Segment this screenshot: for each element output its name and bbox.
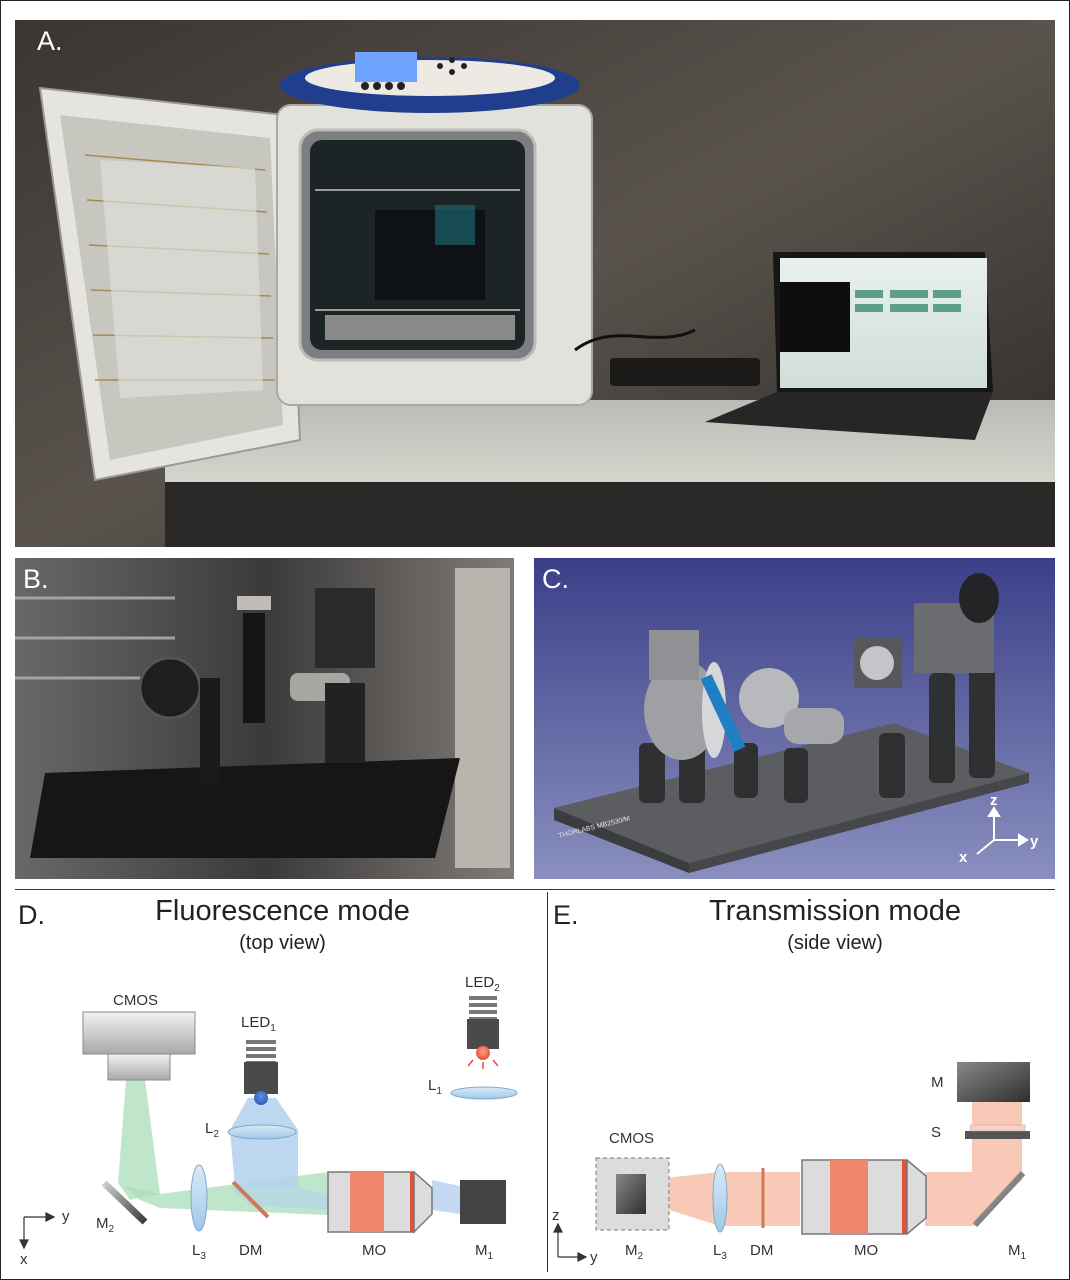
lens-l3-d [190, 1164, 208, 1232]
optical-diagrams: CMOS LED1 L2 [19, 974, 1030, 1268]
panel-e-title: Transmission mode [709, 895, 961, 927]
led1-label-sub: 1 [270, 1023, 276, 1034]
axis-y-label-d: y [62, 1208, 70, 1225]
l2-label: L [205, 1120, 213, 1137]
svg-text:M2: M2 [625, 1242, 644, 1262]
panel-c-axis-x: x [959, 849, 968, 866]
horizontal-divider [15, 889, 1055, 890]
svg-text:LED1: LED1 [241, 1014, 276, 1034]
emission-beam-vertical [118, 1080, 160, 1200]
m2-label-e-sub: 2 [638, 1251, 644, 1262]
axes-e [553, 1222, 588, 1262]
cmos-sensor-d [107, 1053, 171, 1081]
lens-l1 [450, 1086, 518, 1100]
mo-label-d: MO [362, 1242, 386, 1259]
cmos-label-e: CMOS [609, 1130, 654, 1147]
l1-label: L [428, 1077, 436, 1094]
mo-label-e: MO [854, 1242, 878, 1259]
l1-label-sub: 1 [436, 1086, 442, 1097]
excitation-beam-to-sample [432, 1180, 460, 1214]
panel-d-title: Fluorescence mode [155, 895, 410, 927]
cmos-sensor-e [616, 1174, 646, 1214]
panel-e-diagram: CMOS M S L3 DM MO M1 M2 [552, 1062, 1030, 1266]
panel-e-subtitle: (side view) [787, 932, 883, 954]
svg-text:L1: L1 [428, 1077, 442, 1097]
panel-d-diagram: CMOS LED1 L2 [19, 974, 518, 1268]
led2-label-sub: 2 [494, 983, 500, 994]
sample-m1-d [460, 1180, 506, 1224]
dm-label-e: DM [750, 1242, 773, 1259]
light-source-m-e [957, 1062, 1030, 1102]
panel-b-label: B. [23, 564, 49, 594]
svg-text:L2: L2 [205, 1120, 219, 1140]
panel-d-label: D. [18, 900, 45, 930]
panel-b-photo: B. [15, 558, 514, 879]
l3-label-e: L [713, 1242, 721, 1259]
panel-d-subtitle: (top view) [239, 932, 326, 954]
l3-label-d: L [192, 1242, 200, 1259]
svg-text:M2: M2 [96, 1215, 115, 1235]
vertical-divider [547, 892, 548, 1272]
led2-source [467, 996, 499, 1069]
dm-label-d: DM [239, 1242, 262, 1259]
svg-text:M1: M1 [475, 1242, 494, 1262]
l2-label-sub: 2 [213, 1129, 219, 1140]
svg-text:M1: M1 [1008, 1242, 1027, 1262]
m1-label-d: M [475, 1242, 488, 1259]
panel-c-axis-y: y [1030, 833, 1039, 850]
m2-label-d: M [96, 1215, 109, 1232]
led2-label: LED [465, 974, 494, 991]
axes-d [19, 1212, 56, 1250]
mirror-m2-d [101, 1180, 148, 1225]
s-label-e: S [931, 1124, 941, 1141]
dichroic-mirror-d [231, 1180, 270, 1219]
panel-a-photo: A. [15, 20, 1055, 547]
mirror-m1-e [972, 1170, 1026, 1228]
panel-e-label: E. [553, 900, 579, 930]
microscope-objective-d [327, 1170, 433, 1234]
m2-label-e: M [625, 1242, 638, 1259]
led1-label: LED [241, 1014, 270, 1031]
svg-text:L3: L3 [713, 1242, 727, 1262]
sample-s-e [965, 1131, 1030, 1139]
m1-label-d-sub: 1 [488, 1251, 494, 1262]
cmos-label-d: CMOS [113, 992, 158, 1009]
m1-label-e: M [1008, 1242, 1021, 1259]
axis-x-label-d: x [20, 1251, 28, 1268]
axis-y-label-e: y [590, 1249, 598, 1266]
axis-z-label-e: z [552, 1207, 560, 1224]
illumination-beam [925, 1102, 1022, 1226]
m1-label-e-sub: 1 [1021, 1251, 1027, 1262]
panel-c-render: z y x THORLABS MB2530/M C. [534, 558, 1055, 879]
l3-label-d-sub: 3 [200, 1251, 206, 1262]
panel-c-axis-z: z [990, 792, 998, 809]
microscope-objective-e [801, 1158, 927, 1236]
lens-l3-e [712, 1163, 728, 1233]
excitation-beam [230, 1098, 298, 1187]
led1-source [244, 1040, 278, 1105]
panel-c-label: C. [542, 564, 569, 594]
m-label-e: M [931, 1074, 944, 1091]
svg-text:LED2: LED2 [465, 974, 500, 994]
svg-text:L3: L3 [192, 1242, 206, 1262]
m2-label-d-sub: 2 [109, 1224, 115, 1235]
panel-a-label: A. [37, 26, 63, 56]
lens-l2 [227, 1124, 297, 1140]
cmos-camera-d [82, 1011, 196, 1055]
l3-label-e-sub: 3 [721, 1251, 727, 1262]
